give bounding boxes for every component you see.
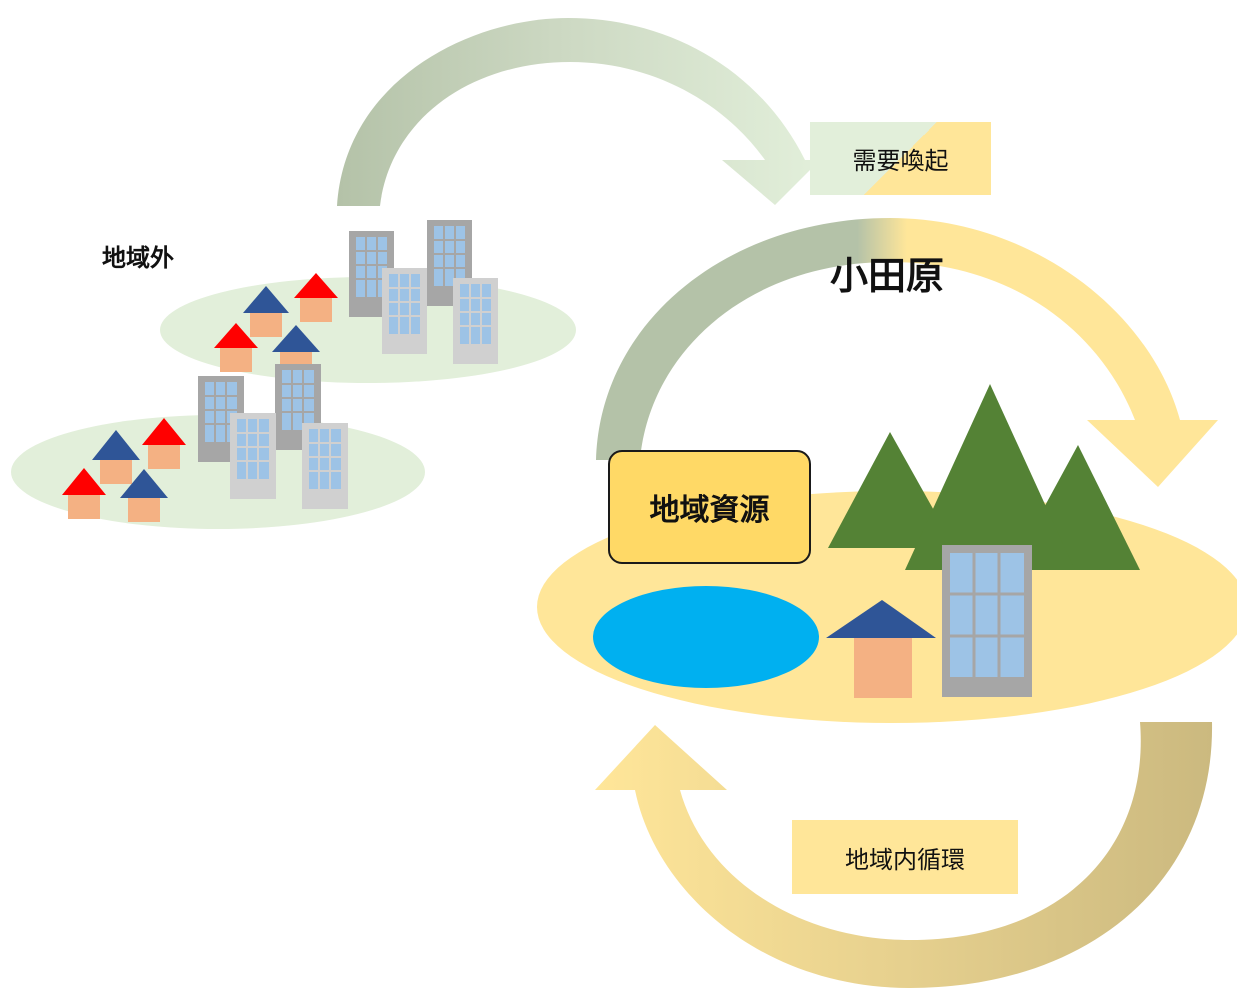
building-icon (302, 423, 348, 509)
city-label: 小田原 (830, 254, 945, 298)
house-icon (120, 469, 168, 522)
demand-arrow (337, 18, 820, 206)
building-icon (453, 278, 498, 364)
building-icon (382, 268, 427, 354)
building-icon (427, 220, 472, 306)
outside-lower-cluster (11, 364, 425, 529)
house-icon (62, 468, 106, 519)
house-icon (214, 323, 258, 372)
house-icon (92, 430, 140, 484)
outside-region-label: 地域外 (102, 244, 174, 272)
building-icon (230, 413, 276, 499)
demand-arousal-label: 需要喚起 (810, 122, 991, 195)
house-icon (243, 286, 289, 337)
building-icon (275, 364, 321, 450)
building-icon (942, 545, 1032, 697)
house-icon (294, 273, 338, 322)
city-cycle-arrow (596, 218, 1218, 487)
mountain-icon (828, 384, 1140, 570)
circulation-arrow (595, 722, 1213, 988)
local-resources-box: 地域資源 (608, 450, 811, 564)
lake-icon (593, 586, 819, 688)
house-icon (142, 418, 186, 469)
outside-upper-cluster (160, 220, 576, 383)
house-icon (826, 600, 936, 698)
local-circulation-label: 地域内循環 (792, 820, 1018, 894)
